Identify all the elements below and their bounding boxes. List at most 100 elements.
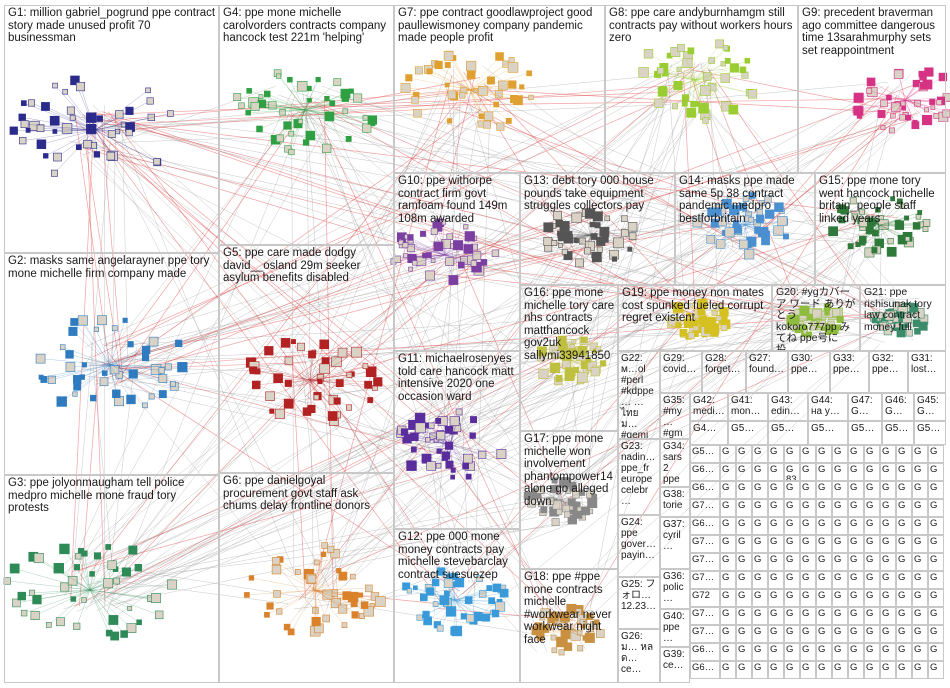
group-label: G (786, 627, 797, 637)
group-label: G7… (692, 501, 717, 511)
small-group-tile: G (912, 589, 928, 607)
group-label: G (898, 555, 909, 565)
group-g4: G4: ppe mone michelle carolvorders contr… (219, 5, 394, 245)
group-label: G6… (692, 663, 717, 673)
small-group-tile: G (720, 607, 736, 625)
small-group-tile: G6… (690, 481, 720, 499)
group-label: G (914, 519, 925, 529)
small-group-tile: G (848, 607, 864, 625)
group-label: G (866, 501, 877, 511)
group-label: G (866, 573, 877, 583)
group-label: G7… (692, 609, 717, 619)
small-group-tile: G (928, 445, 944, 463)
small-group-tile: G (816, 607, 832, 625)
group-label: G (818, 537, 829, 547)
group-label: G (834, 627, 845, 637)
group-label: G32: ppe… (872, 353, 905, 375)
small-group-tile: G (784, 661, 800, 679)
small-group-tile: G6… (690, 463, 720, 481)
group-label: G (770, 627, 781, 637)
group-label: G (930, 645, 941, 655)
small-group-tile: G (880, 553, 896, 571)
group-label: G6… (692, 519, 717, 529)
group-label: G (930, 519, 941, 529)
group-g5: G5: ppe care made dodgy david__osland 29… (219, 245, 394, 473)
small-group-tile: G (832, 445, 848, 463)
group-label: G (834, 663, 845, 673)
group-label: G (738, 573, 749, 583)
group-label: G (818, 465, 829, 475)
group-g31: G31: lost… (908, 351, 946, 393)
group-label: G (754, 573, 765, 583)
group-label: G (754, 519, 765, 529)
group-label: G (786, 555, 797, 565)
group-label: G (898, 663, 909, 673)
group-label: G (850, 645, 861, 655)
small-group-tile: G (736, 445, 752, 463)
group-g41: G41: mon… (728, 393, 768, 421)
group-label: G (738, 537, 749, 547)
small-group-tile: G (736, 661, 752, 679)
group-label: G7: ppe contract goodlawproject good pau… (398, 7, 602, 45)
small-group-tile: G (752, 553, 768, 571)
group-g11: G11: michaelrosenyes told care hancock m… (394, 351, 520, 529)
group-label: G (850, 573, 861, 583)
group-g1: G1: million gabriel_pogrund ppe contract… (4, 5, 219, 253)
small-group-tile: G (752, 499, 768, 517)
group-label: G22: м…ol #perl #kdppe… … ไทย ม… #gemi… (621, 353, 657, 439)
group-label: G (802, 555, 813, 565)
group-label: G26: ม… หล ด… ce… (621, 631, 657, 675)
small-group-tile: G (832, 625, 848, 643)
small-group-tile: G (848, 463, 864, 481)
small-group-tile: G (800, 607, 816, 625)
group-label: G (866, 465, 877, 475)
small-group-tile: G (720, 481, 736, 499)
small-group-tile: G (880, 445, 896, 463)
group-label: G72 (692, 591, 717, 601)
group-label: G (786, 447, 797, 457)
group-g14: G14: masks ppe made same 5p 38 contract … (675, 173, 815, 285)
small-group-tile: G (880, 589, 896, 607)
group-label: G (770, 519, 781, 529)
small-group-tile: G (768, 625, 784, 643)
group-label: G (818, 501, 829, 511)
small-group-tile: G (800, 517, 816, 535)
small-group-tile: G (800, 535, 816, 553)
small-group-tile: G (800, 643, 816, 661)
small-group-tile: G (864, 517, 880, 535)
small-group-tile: G (720, 643, 736, 661)
small-group-tile: G (816, 517, 832, 535)
group-label: G (914, 645, 925, 655)
small-group-tile: G (800, 571, 816, 589)
small-group-tile: G (928, 607, 944, 625)
small-group-tile: G6… (690, 661, 720, 679)
small-group-tile: G (832, 499, 848, 517)
group-label: G (770, 573, 781, 583)
group-label: G (722, 573, 733, 583)
group-label: G (850, 465, 861, 475)
group-label: G (930, 501, 941, 511)
small-group-tile: G (720, 517, 736, 535)
small-group-tile: G (864, 463, 880, 481)
small-group-tile: G (784, 589, 800, 607)
small-group-tile: G4… (690, 421, 728, 445)
group-label: G2: masks same angelarayner ppe tory mon… (8, 255, 216, 280)
small-group-tile: G (896, 607, 912, 625)
group-label: G30: ppe… (791, 353, 827, 375)
group-label: G (834, 591, 845, 601)
group-label: G (898, 501, 909, 511)
small-group-tile: G (928, 625, 944, 643)
small-group-tile: G7… (690, 571, 720, 589)
small-group-tile: G (752, 463, 768, 481)
group-label: G (770, 465, 781, 475)
small-group-tile: G (912, 571, 928, 589)
group-label: G (722, 537, 733, 547)
group-label: G37: cyril… (663, 519, 687, 552)
group-label: G25: フォロ… 12.23… (621, 579, 657, 612)
small-group-tile: G (736, 625, 752, 643)
group-label: G29: covid… (663, 353, 699, 375)
small-group-tile: G (800, 463, 816, 481)
small-group-tile: G (848, 625, 864, 643)
group-label: G (898, 465, 909, 475)
group-label: G (882, 447, 893, 457)
